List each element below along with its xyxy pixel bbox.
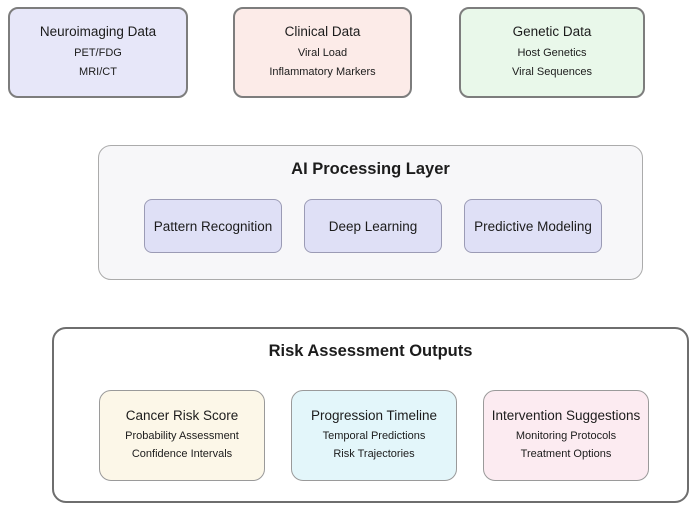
module-label: Pattern Recognition bbox=[153, 218, 273, 234]
node-subitem: Viral Sequences bbox=[512, 65, 592, 78]
card-subitem: Treatment Options bbox=[520, 448, 612, 460]
card-subitem: Monitoring Protocols bbox=[515, 429, 617, 442]
node-progression-timeline: Progression Timeline Temporal Prediction… bbox=[291, 390, 457, 481]
node-subitem: Viral Load bbox=[297, 47, 348, 60]
ai-processing-layer-title: AI Processing Layer bbox=[291, 160, 450, 178]
node-pattern-recognition: Pattern Recognition bbox=[144, 199, 282, 253]
node-subitem: PET/FDG bbox=[74, 47, 122, 60]
card-title: Cancer Risk Score bbox=[125, 407, 239, 423]
card-subitem: Probability Assessment bbox=[125, 429, 239, 442]
node-deep-learning: Deep Learning bbox=[304, 199, 442, 253]
node-subitem: MRI/CT bbox=[79, 65, 117, 78]
node-intervention-suggestions: Intervention Suggestions Monitoring Prot… bbox=[483, 390, 649, 481]
node-predictive-modeling: Predictive Modeling bbox=[464, 199, 602, 253]
output-card-row: Cancer Risk Score Probability Assessment… bbox=[99, 390, 649, 481]
card-subitem: Risk Trajectories bbox=[333, 448, 415, 460]
risk-assessment-outputs-title: Risk Assessment Outputs bbox=[268, 342, 473, 360]
module-label: Deep Learning bbox=[328, 218, 418, 234]
node-neuroimaging-data: Neuroimaging Data PET/FDG MRI/CT bbox=[8, 7, 188, 98]
node-subitem: Host Genetics bbox=[517, 47, 587, 60]
ai-processing-layer-container: AI Processing Layer Pattern Recognition … bbox=[98, 145, 643, 280]
card-subitem: Temporal Predictions bbox=[322, 429, 426, 442]
node-title: Neuroimaging Data bbox=[39, 24, 157, 40]
card-title: Progression Timeline bbox=[310, 407, 438, 423]
node-title: Genetic Data bbox=[512, 24, 592, 40]
risk-assessment-outputs-container: Risk Assessment Outputs Cancer Risk Scor… bbox=[52, 327, 689, 503]
card-subitem: Confidence Intervals bbox=[131, 448, 233, 460]
ai-module-row: Pattern Recognition Deep Learning Predic… bbox=[144, 199, 602, 253]
node-cancer-risk-score: Cancer Risk Score Probability Assessment… bbox=[99, 390, 265, 481]
node-title: Clinical Data bbox=[284, 24, 361, 40]
module-label: Predictive Modeling bbox=[474, 218, 592, 234]
node-genetic-data: Genetic Data Host Genetics Viral Sequenc… bbox=[459, 7, 645, 98]
node-clinical-data: Clinical Data Viral Load Inflammatory Ma… bbox=[233, 7, 412, 98]
node-subitem: Inflammatory Markers bbox=[269, 65, 376, 78]
card-title: Intervention Suggestions bbox=[491, 407, 641, 423]
